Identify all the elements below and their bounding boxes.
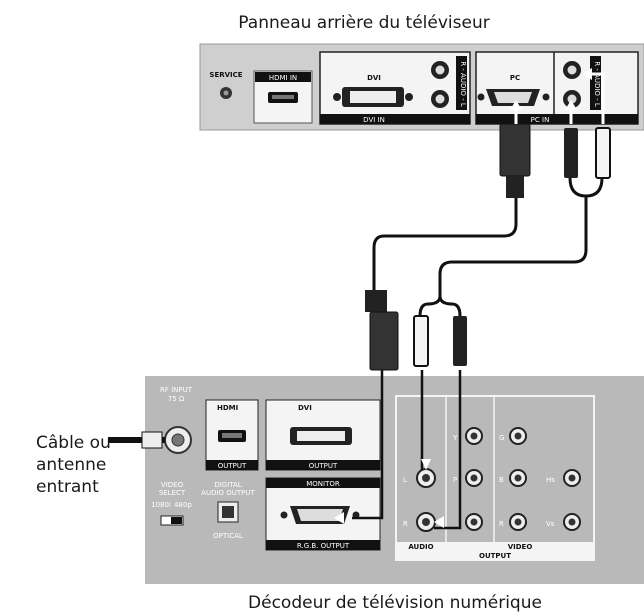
svg-text:G: G xyxy=(499,434,504,442)
dvi-in-label: DVI IN xyxy=(363,116,385,124)
audio-cable xyxy=(418,177,604,530)
rf-input-label: RF INPUT xyxy=(160,386,193,394)
cable-caption-line3: entrant xyxy=(36,477,99,497)
rca-plug-red-tv xyxy=(595,127,611,179)
digital-audio-label: DIGITAL xyxy=(214,481,241,489)
svg-text:P: P xyxy=(453,476,457,484)
dvi-audio-label: R - AUDIO - L xyxy=(459,61,467,107)
svg-text:Hs: Hs xyxy=(546,476,555,484)
svg-text:SELECT: SELECT xyxy=(159,489,186,497)
set-top-box-caption: Décodeur de télévision numérique xyxy=(248,593,542,613)
vga-plug-tv xyxy=(499,123,531,198)
hdmi-in-label: HDMI IN xyxy=(269,74,297,82)
rca-plug-red-stb xyxy=(453,316,467,366)
tv-dvi-label: DVI xyxy=(367,74,381,82)
stb-hdmi-label: HDMI xyxy=(217,404,238,412)
video-select-label: VIDEO xyxy=(161,481,184,489)
svg-text:480p: 480p xyxy=(174,501,192,509)
hdmi-output-label: OUTPUT xyxy=(218,462,247,470)
audio-output-label: AUDIO xyxy=(408,543,433,551)
svg-text:L: L xyxy=(403,476,407,484)
video-output-label: VIDEO xyxy=(508,543,533,551)
cable-caption-line1: Câble ou xyxy=(36,433,111,453)
arrows-to-stb xyxy=(334,459,444,528)
stb-dvi-label: DVI xyxy=(298,404,312,412)
output-label: OUTPUT xyxy=(479,552,511,560)
dvi-output-label: OUTPUT xyxy=(309,462,338,470)
svg-text:B: B xyxy=(499,476,504,484)
tv-panel-caption: Panneau arrière du téléviseur xyxy=(238,13,489,33)
rf-ohm-label: 75 Ω xyxy=(168,395,185,403)
set-top-box-panel: RF INPUT 75 Ω VIDEO SELECT 1080i 480p DI… xyxy=(145,376,644,584)
rca-plug-white-tv xyxy=(564,128,578,178)
svg-text:AUDIO OUTPUT: AUDIO OUTPUT xyxy=(201,489,255,497)
svg-text:1080i: 1080i xyxy=(151,501,171,509)
vga-plug-stb xyxy=(365,290,399,371)
svg-text:R: R xyxy=(403,520,408,528)
optical-label: OPTICAL xyxy=(213,532,243,540)
rca-plug-white-stb xyxy=(413,315,429,367)
monitor-label: MONITOR xyxy=(306,480,340,488)
svg-text:Y: Y xyxy=(452,434,458,442)
service-label: SERVICE xyxy=(209,71,242,79)
arrows-to-tv xyxy=(510,68,605,124)
svg-text:Vs: Vs xyxy=(546,520,555,528)
tv-rear-panel: SERVICE HDMI IN DVI DVI IN R - AUDIO - L… xyxy=(199,43,644,131)
svg-text:R: R xyxy=(499,520,504,528)
pc-audio-label: R - AUDIO - L xyxy=(593,61,601,107)
pc-in-label: PC IN xyxy=(531,116,550,124)
vga-cable xyxy=(352,190,518,520)
tv-pc-label: PC xyxy=(510,74,520,82)
cable-caption-line2: antenne xyxy=(36,455,106,475)
rgb-output-label: R.G.B. OUTPUT xyxy=(297,542,350,550)
rf-input-cable xyxy=(108,431,165,449)
